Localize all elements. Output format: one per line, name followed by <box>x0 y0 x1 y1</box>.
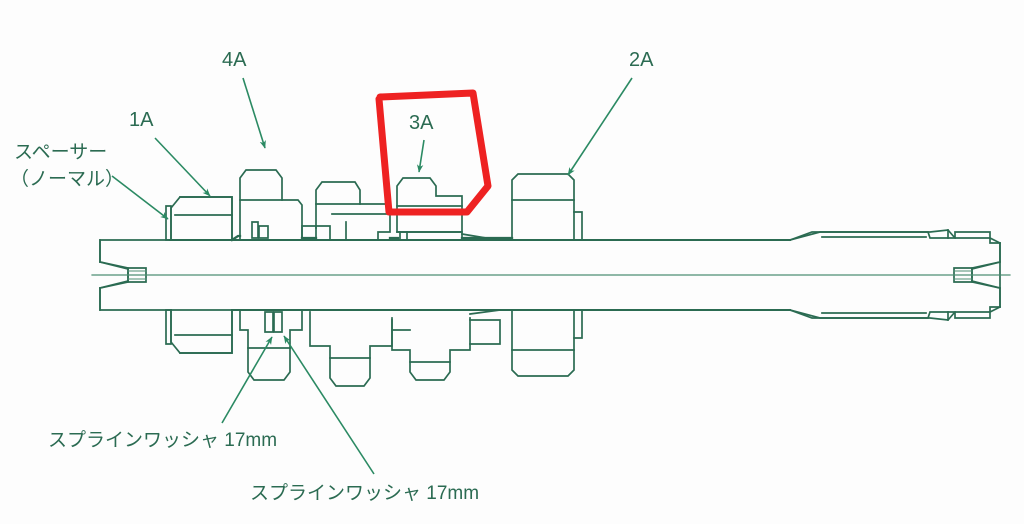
spline-washer-pin-1 <box>264 311 274 333</box>
leader-2a <box>567 77 633 176</box>
upper-slope-detail <box>461 233 513 241</box>
shaft-left-cone-bot <box>98 279 130 290</box>
spacer-normal-lower-edge <box>165 309 172 345</box>
shaft-right-step-lower <box>947 306 1001 319</box>
gear-4a-upper <box>239 169 303 241</box>
label-spline-washer-1: スプラインワッシャ 17mm <box>48 429 277 451</box>
label-3a: 3A <box>409 112 434 134</box>
detail-upper-pin-2 <box>258 225 269 239</box>
shaft-right-bore <box>953 267 973 283</box>
label-2a: 2A <box>629 49 654 71</box>
label-1a: 1A <box>129 109 154 131</box>
shaft-right-step-upper <box>947 231 1001 244</box>
gear-3a-upper <box>396 177 463 233</box>
lower-step-detail-1 <box>469 319 501 345</box>
leader-4a <box>242 77 266 149</box>
gear-2a-riser-lower <box>573 309 583 339</box>
upper-base-band <box>230 234 514 242</box>
lower-slope-detail <box>469 309 501 315</box>
detail-upper-notch <box>315 225 331 241</box>
step-upper-a <box>301 225 317 241</box>
spline-washer-pin-2 <box>273 311 283 333</box>
label-spacer-line1: スペーサー <box>14 142 107 163</box>
shaft-assembly-geometry <box>91 169 1011 387</box>
leader-3a <box>416 139 425 173</box>
leader-lines <box>111 77 633 475</box>
shaft-right-groove-lower <box>788 308 949 321</box>
label-spacer-line2: （ノーマル） <box>10 168 124 190</box>
leader-1a <box>154 137 211 197</box>
gear-2a-upper <box>511 173 575 241</box>
gear-mid-upper <box>315 181 391 241</box>
label-spline-washer-2: スプラインワッシャ 17mm <box>250 482 479 504</box>
diagram-labels: 4A 2A 3A 1A スペーサー （ノーマル） スプラインワッシャ 17mm … <box>10 49 654 504</box>
gear-2a-lower <box>511 309 575 377</box>
gear-1a-upper <box>179 196 233 241</box>
leader-spline-washer-1 <box>221 336 273 424</box>
shaft-right-cone-bot <box>970 279 1002 290</box>
right-bore-inner <box>953 270 973 280</box>
gear-3a-lower <box>391 317 471 381</box>
gear-mid-lower <box>309 311 393 387</box>
detail-upper-pin-1 <box>251 221 259 239</box>
gear-1a-lower <box>179 309 233 354</box>
leader-spacer <box>111 175 169 220</box>
leader-spline-washer-2 <box>283 335 375 475</box>
shaft-right-cone-top <box>970 260 1002 271</box>
gear-4a-lower <box>239 309 303 381</box>
left-bore-inner <box>127 270 147 280</box>
gear-2a-riser <box>573 211 583 241</box>
shaft-right-groove-upper <box>788 229 949 242</box>
shaft-left-bore <box>127 267 147 283</box>
shaft-left-cone-top <box>98 260 130 271</box>
label-4a: 4A <box>222 49 247 71</box>
highlight-polygon-3a[interactable] <box>375 89 492 216</box>
